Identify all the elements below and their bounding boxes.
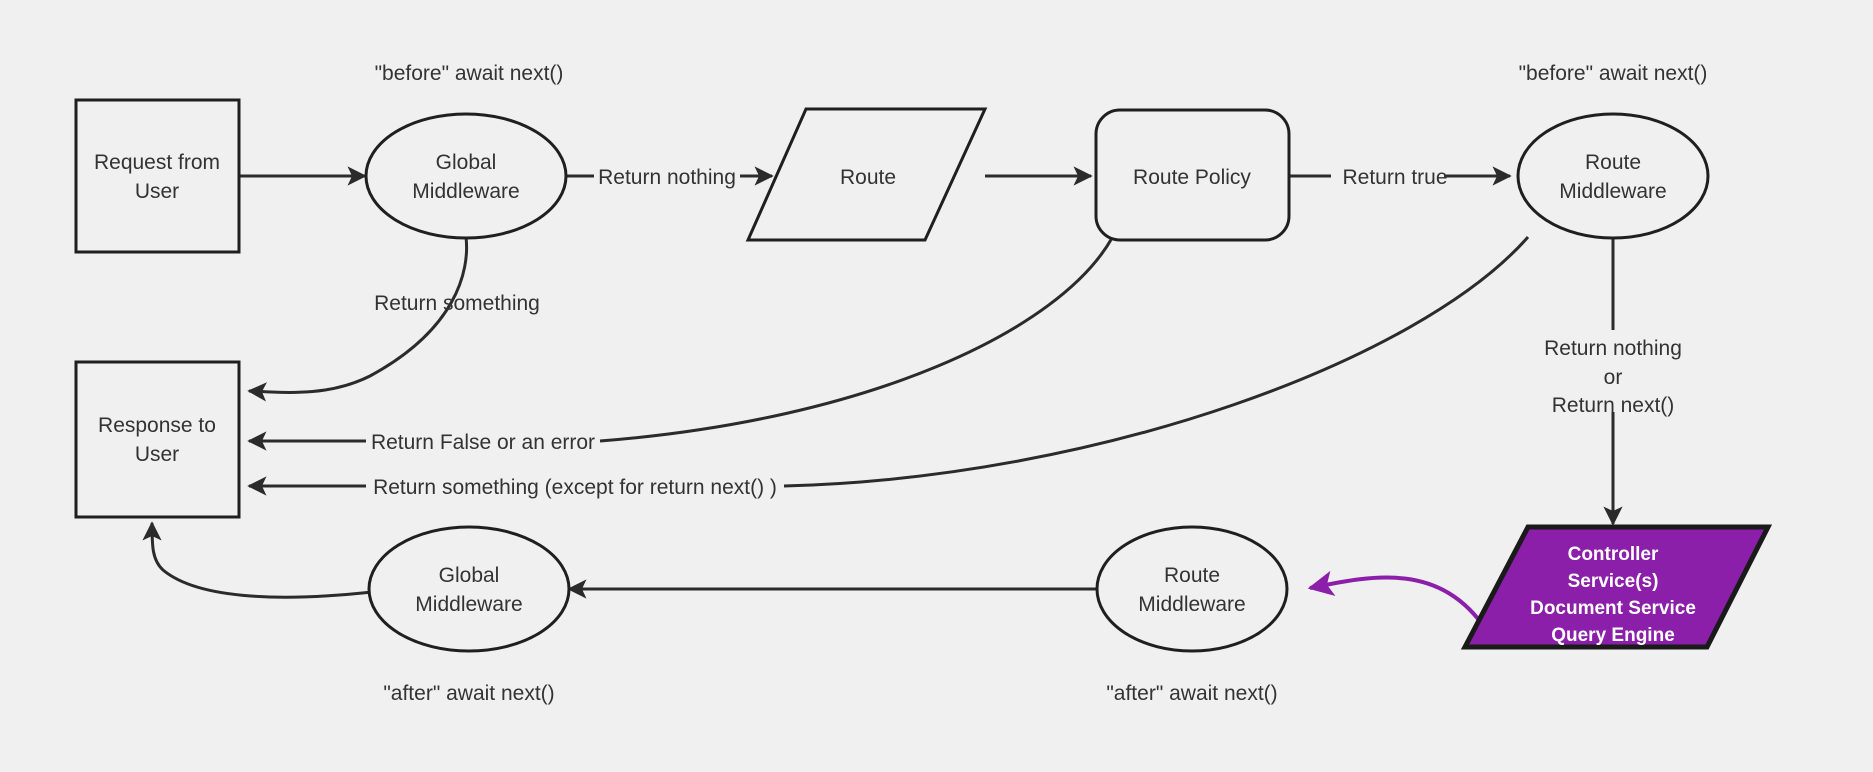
annotation-before-global-middleware: "before" await next() [375, 62, 564, 85]
node-controller-line3: Document Service [1530, 598, 1696, 619]
node-controller-line1: Controller [1568, 544, 1659, 565]
node-route-label: Route [840, 166, 896, 189]
edge-label-return-something-except: Return something (except for return next… [373, 476, 777, 499]
edge-label-return-false-or-error: Return False or an error [371, 431, 595, 454]
node-response-to-user[interactable] [74, 360, 241, 519]
edge-global-middleware-return-something [247, 236, 469, 402]
node-route-middleware-after-label-line1: Route [1164, 564, 1220, 587]
node-route-middleware-after[interactable] [1095, 525, 1289, 653]
node-global-middleware-before-label-line1: Global [436, 151, 497, 174]
node-response-to-user-label-line1: Response to [98, 414, 216, 437]
edge-route-policy-return-false-curve [599, 237, 1114, 443]
node-global-middleware-after[interactable] [367, 525, 571, 653]
node-controller-services[interactable] [1460, 524, 1773, 650]
edge-global-middleware-after-to-response [142, 521, 373, 599]
node-global-middleware-after-label-line2: Middleware [415, 593, 522, 616]
node-route[interactable] [745, 107, 988, 242]
node-route-middleware-before-label-line1: Route [1585, 151, 1641, 174]
edge-label-return-true: Return true [1342, 166, 1447, 189]
annotation-before-route-middleware: "before" await next() [1519, 62, 1708, 85]
annotation-after-global-middleware: "after" await next() [383, 682, 554, 705]
edge-controller-to-route-middleware-after [1307, 570, 1489, 633]
node-controller-line4: Query Engine [1551, 625, 1675, 646]
node-controller-line2: Service(s) [1568, 571, 1659, 592]
node-route-policy-label: Route Policy [1133, 166, 1251, 189]
node-response-to-user-label-line2: User [135, 443, 179, 466]
node-route-policy[interactable] [1094, 108, 1291, 242]
node-global-middleware-before-label-line2: Middleware [412, 180, 519, 203]
edge-label-return-nothing-or-next-line3: Return next() [1552, 394, 1675, 417]
annotation-after-route-middleware: "after" await next() [1106, 682, 1277, 705]
node-route-middleware-before-label-line2: Middleware [1559, 180, 1666, 203]
node-route-middleware-after-label-line2: Middleware [1138, 593, 1245, 616]
node-global-middleware-before[interactable] [364, 112, 568, 240]
node-route-middleware-before[interactable] [1516, 112, 1710, 240]
node-request-from-user-label-line2: User [135, 180, 179, 203]
edge-label-return-nothing-or-next-line1: Return nothing [1544, 337, 1682, 360]
edge-label-return-nothing: Return nothing [598, 166, 736, 189]
edge-label-return-something: Return something [374, 292, 540, 315]
edge-label-return-nothing-or-next-line2: or [1604, 366, 1623, 389]
node-request-from-user[interactable] [74, 98, 241, 254]
edge-route-middleware-return-something-curve [783, 236, 1530, 488]
node-global-middleware-after-label-line1: Global [439, 564, 500, 587]
node-request-from-user-label-line1: Request from [94, 151, 220, 174]
